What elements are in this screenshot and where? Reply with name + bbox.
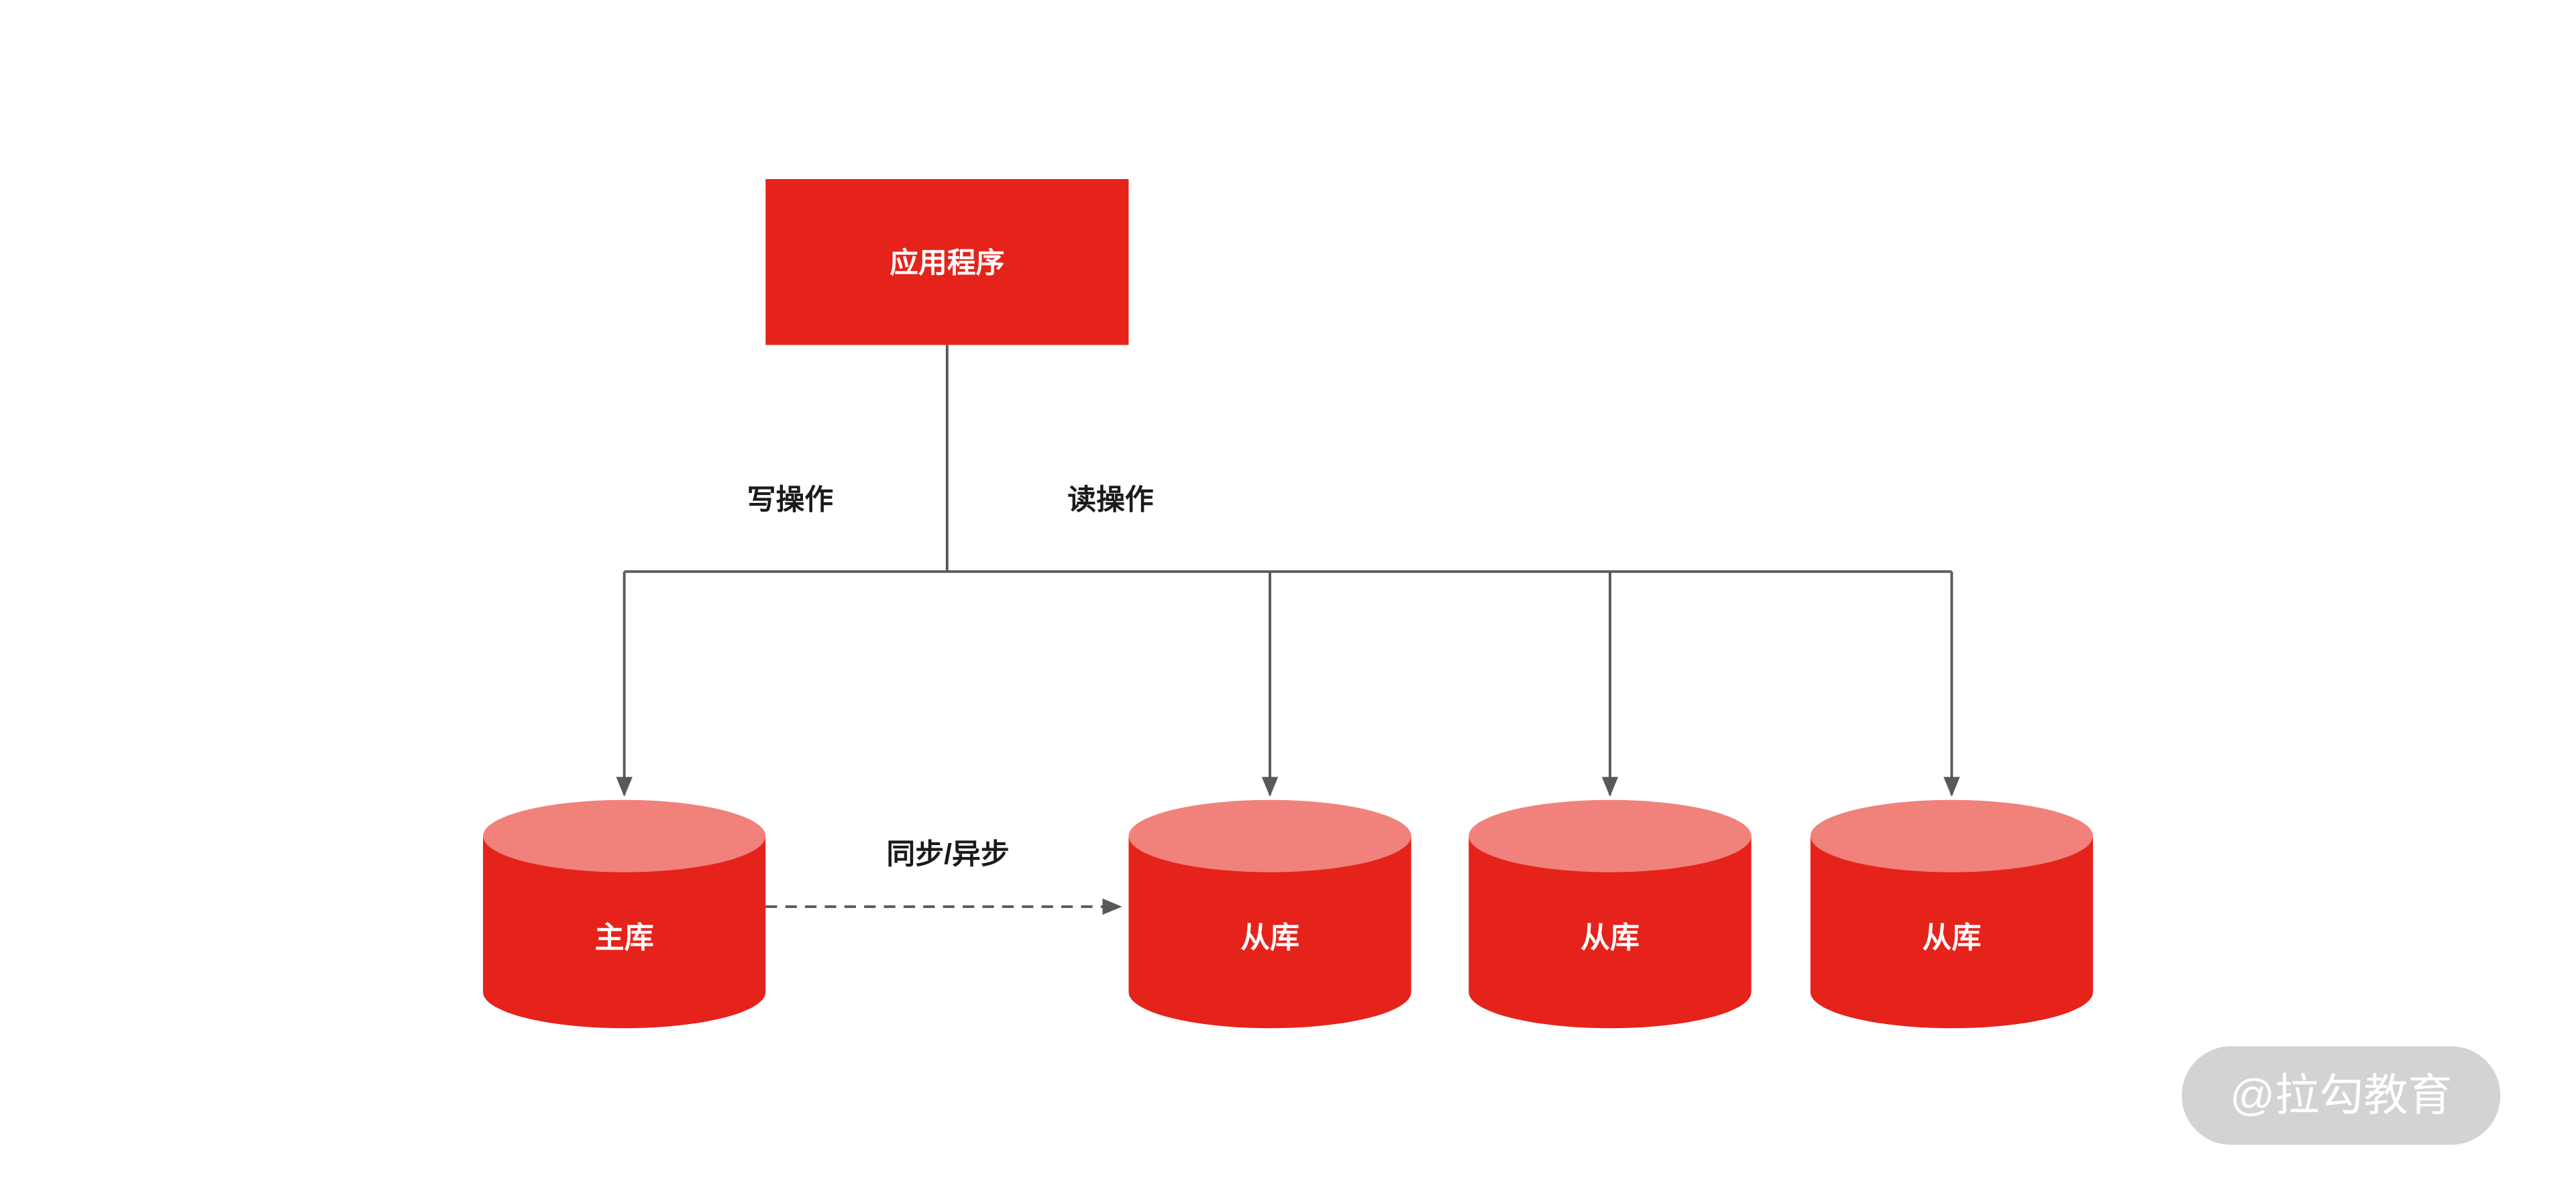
replica-db-2-label: 从库: [1580, 921, 1640, 954]
replica-db-3-cylinder-top: [1810, 799, 2093, 873]
replica-db-1-cylinder-top: [1128, 799, 1411, 873]
sync-edge-label: 同步/异步: [886, 838, 1009, 870]
replica-db-2-cylinder-top: [1468, 799, 1752, 873]
replica-db-3-cylinder-body: [1810, 836, 2093, 1029]
fanout-lines: [616, 345, 1960, 797]
replica-db-3-label: 从库: [1922, 921, 1981, 954]
replica-db-2: 从库: [1468, 799, 1752, 1029]
master-db-cylinder-body: [483, 836, 766, 1029]
write-edge-label: 写操作: [747, 484, 834, 516]
watermark-label: @拉勾教育: [2230, 1071, 2453, 1121]
read-edge-label: 读操作: [1067, 484, 1154, 516]
replica-db-2-cylinder-body: [1468, 836, 1752, 1029]
watermark-pill: [2182, 1046, 2501, 1145]
app-node-label: 应用程序: [890, 247, 1004, 280]
master-db: 主库: [483, 799, 766, 1029]
replica-db-1: 从库: [1128, 799, 1411, 1029]
master-db-label: 主库: [595, 921, 654, 954]
app-node-box: [765, 179, 1129, 345]
sync-edge: 同步/异步: [765, 838, 1122, 915]
replica-db-3: 从库: [1810, 799, 2093, 1029]
watermark: @拉勾教育: [2182, 1046, 2501, 1145]
replica-db-1-label: 从库: [1240, 921, 1299, 954]
app-node: 应用程序: [765, 179, 1129, 345]
master-db-cylinder-top: [483, 799, 766, 873]
replica-db-1-cylinder-body: [1128, 836, 1411, 1029]
